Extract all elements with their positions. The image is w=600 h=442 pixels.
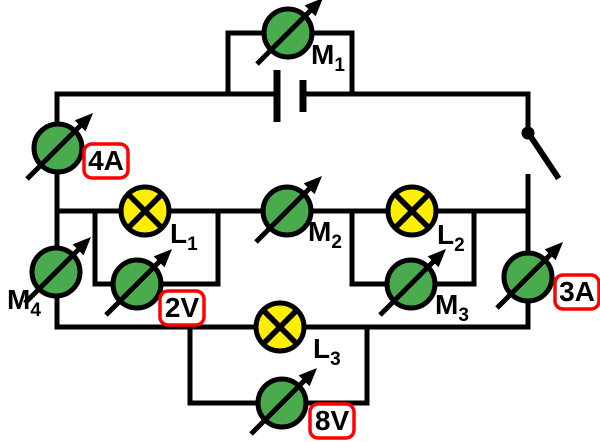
- reading-badge-3a: 3A: [553, 273, 600, 311]
- badge-box: [553, 273, 600, 311]
- wire-top-right: [306, 91, 531, 133]
- badge-value: 2V: [165, 292, 200, 323]
- voltmeter-8v-icon: [251, 368, 317, 434]
- badge-value: 8V: [315, 405, 350, 436]
- lamp-l1-label: L1: [170, 218, 198, 255]
- lamp-l1-icon: [121, 187, 169, 235]
- meter-m4-icon: [25, 237, 91, 303]
- lamp-l3-icon: [256, 303, 304, 351]
- meter-m4-label: M4: [7, 284, 41, 321]
- battery-symbol: [273, 70, 307, 122]
- badge-box: [82, 142, 130, 180]
- lamp-l3-label: L3: [313, 333, 341, 370]
- lamp-l2-label: L2: [437, 219, 465, 256]
- badge-box: [308, 402, 356, 440]
- reading-badge-2v: 2V: [158, 289, 206, 327]
- reading-badge-8v: 8V: [308, 402, 356, 440]
- badge-value: 3A: [559, 276, 595, 307]
- meter-m2-label: M2: [308, 216, 342, 253]
- badge-box: [158, 289, 206, 327]
- lamp-l2-icon: [388, 187, 436, 235]
- ammeter-3a-icon: [497, 242, 563, 308]
- meter-m3-label: M3: [435, 289, 469, 326]
- meter-m1-label: M1: [311, 39, 345, 76]
- reading-badge-4a: 4A: [82, 142, 130, 180]
- switch-open: [521, 126, 562, 181]
- switch-blade: [524, 129, 562, 181]
- badge-value: 4A: [88, 145, 124, 176]
